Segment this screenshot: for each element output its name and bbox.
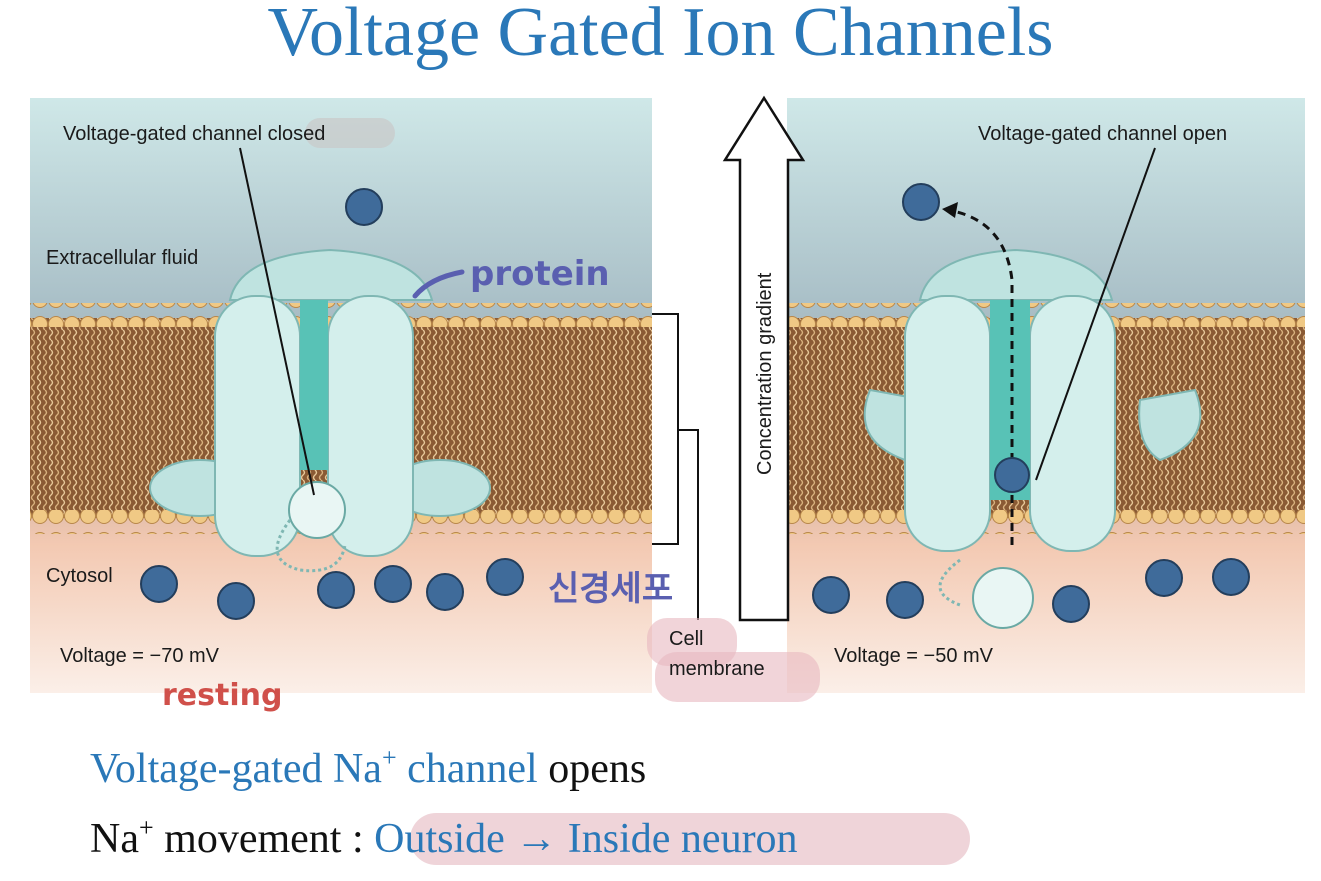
na-ions — [140, 183, 1250, 623]
cytosol-label: Cytosol — [46, 565, 113, 587]
protein-annotation: protein — [470, 254, 610, 294]
caption-line2-black: Na — [90, 816, 139, 862]
open-channel — [863, 202, 1202, 629]
ion — [902, 183, 940, 221]
caption-line2-black2: movement : — [153, 816, 375, 862]
ion — [317, 571, 355, 609]
ion — [812, 576, 850, 614]
membrane-bracket — [652, 313, 699, 620]
ion — [486, 558, 524, 596]
caption-highlight — [410, 813, 970, 865]
korean-annotation: 신경세포 — [548, 569, 673, 609]
ion — [345, 188, 383, 226]
closed-channel-label: Voltage-gated channel closed — [63, 123, 325, 145]
inactivation-gate-ball — [288, 481, 346, 539]
ion — [1212, 558, 1250, 596]
page-title: Voltage Gated Ion Channels — [267, 0, 1054, 71]
membrane-label-line2: membrane — [669, 658, 765, 680]
membrane-label-line1: Cell — [669, 628, 703, 650]
right-voltage-label: Voltage = −50 mV — [834, 645, 994, 667]
ion — [1052, 585, 1090, 623]
inactivation-gate-ball-open — [972, 567, 1034, 629]
ion — [374, 565, 412, 603]
open-channel-label: Voltage-gated channel open — [978, 123, 1227, 145]
protein-stroke — [412, 269, 465, 299]
caption-line1-sup: + — [381, 743, 397, 772]
ion — [994, 457, 1030, 493]
left-voltage-label: Voltage = −70 mV — [60, 645, 220, 667]
ion-path-arrow — [947, 208, 1014, 545]
concentration-gradient-arrow: Concentration gradient — [722, 95, 806, 622]
ion — [886, 581, 924, 619]
gradient-label: Concentration gradient — [754, 272, 776, 475]
caption-line1-black: opens — [537, 746, 647, 792]
caption-line2-blue: Outside → Inside neuron — [374, 816, 798, 862]
ion-channel-diagram: Concentration gradient Voltage-gated cha… — [30, 95, 1305, 713]
caption-line2-sup: + — [138, 813, 154, 842]
ion — [140, 565, 178, 603]
ion — [426, 573, 464, 611]
ion — [217, 582, 255, 620]
ion — [1145, 559, 1183, 597]
caption-line1-blue: Voltage-gated Na — [90, 746, 382, 792]
caption-line1-blue2: channel — [396, 746, 538, 792]
resting-annotation: resting — [162, 678, 282, 713]
caption-line-1: Voltage-gated Na+ channel opens — [90, 745, 646, 793]
extracellular-label: Extracellular fluid — [46, 247, 198, 269]
caption-line-2: Na+ movement : Outside → Inside neuron — [90, 815, 798, 863]
